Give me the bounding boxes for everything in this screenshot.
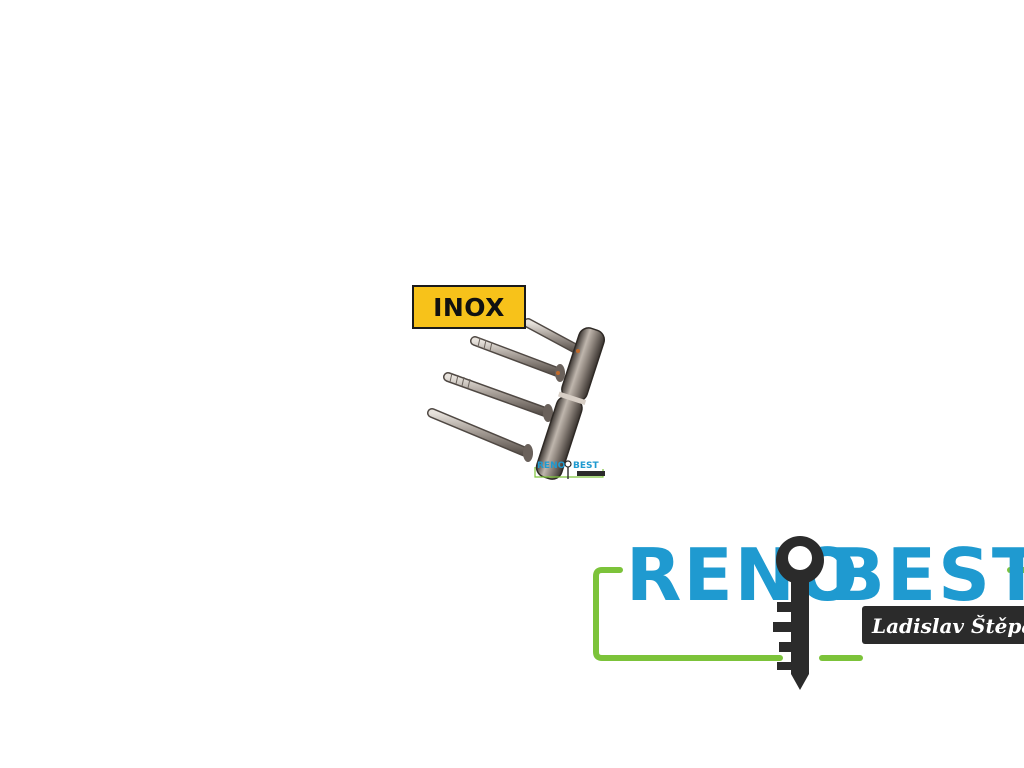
inox-label: INOX (433, 292, 505, 322)
renobest-logo: RENO BEST Ladislav Štěpán (590, 530, 1024, 700)
brand-best: BEST (830, 533, 1024, 617)
brand-reno: RENO (626, 533, 860, 617)
owner-name: Ladislav Štěpán (871, 613, 1024, 638)
watermark-logo: RENO BEST (534, 460, 605, 479)
inox-badge: INOX (412, 285, 526, 329)
hinge-image (427, 318, 605, 480)
svg-text:RENO: RENO (537, 461, 566, 471)
svg-text:BEST: BEST (573, 461, 599, 471)
key-icon (773, 536, 824, 690)
